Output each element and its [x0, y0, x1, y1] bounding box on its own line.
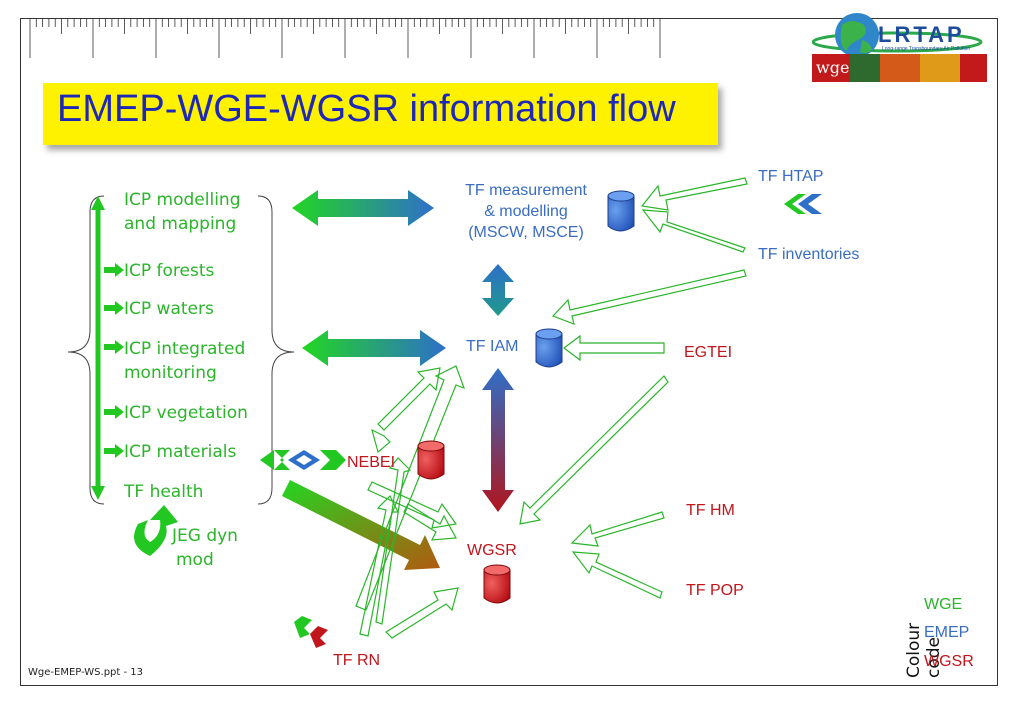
tf-htap: TF HTAP: [758, 168, 824, 185]
wge-vertical-arrow: [91, 196, 105, 500]
title-box: [43, 83, 718, 145]
jeg-dyn-mod: JEG dyn mod: [172, 524, 238, 572]
logo-subtitle: Long-range Transboundary Air Pollution: [882, 46, 971, 52]
footer-slide-number: Wge-EMEP-WS.ppt - 13: [28, 667, 143, 678]
logo-name: LRTAP: [878, 22, 965, 47]
tf-hm: TF HM: [686, 502, 735, 519]
egtei: EGTEI: [684, 344, 733, 361]
arrow-tf-measurement-tf-iam: [482, 264, 514, 316]
legend-wge: WGE: [924, 596, 963, 613]
icp-integrated-line2: monitoring: [124, 363, 217, 383]
lrtap-logo: LRTAP Long-range Transboundary Air Pollu…: [811, 10, 987, 86]
arrow-tf-iam-wgsr: [482, 368, 514, 512]
item-pointers: [104, 263, 124, 458]
outline-arrows: [355, 177, 748, 639]
icp-modelling-line1: ICP modelling: [124, 190, 241, 210]
tf-inventories: TF inventories: [758, 246, 860, 263]
legend-wgsr: WGSR: [924, 653, 974, 670]
wgsr: WGSR: [467, 542, 517, 559]
tf-iam: TF IAM: [466, 338, 519, 355]
globe-icon: [811, 13, 987, 82]
icp-waters: ICP waters: [124, 299, 214, 319]
wge-brace-left: [67, 195, 105, 505]
database-wgsr-icon: [483, 564, 511, 604]
legend-emep: EMEP: [924, 624, 970, 641]
ruler-decoration: [20, 18, 800, 58]
wge-brace-right: [257, 195, 295, 505]
icp-materials: ICP materials: [124, 442, 237, 462]
arrow-icp-im-tf-iam: [302, 330, 446, 366]
logo-wge: wge: [816, 58, 850, 77]
database-iam-icon: [535, 328, 563, 368]
icp-forests: ICP forests: [124, 261, 215, 281]
tf-measurement-line3: (MSCW, MSCE): [468, 224, 584, 241]
jeg-curved-arrow-icon: [134, 505, 178, 556]
tf-measurement-line1: TF measurement: [465, 182, 587, 199]
page-title: EMEP-WGE-WGSR information flow: [57, 88, 676, 130]
arrow-tf-health-wgsr: [282, 480, 440, 570]
nebei: NEBEI: [347, 454, 396, 471]
tf-measurement-modelling: TF measurement & modelling (MSCW, MSCE): [446, 180, 606, 243]
tf-measurement-line2: & modelling: [484, 203, 568, 220]
tf-pop: TF POP: [686, 582, 744, 599]
database-nebei-icon: [417, 440, 445, 480]
icp-modelling-mapping: ICP modelling and mapping: [124, 188, 241, 236]
icp-materials-emep-link: [260, 450, 346, 470]
jeg-line1: JEG dyn: [172, 526, 238, 546]
icp-integrated-line1: ICP integrated: [124, 339, 246, 359]
icp-integrated-monitoring: ICP integrated monitoring: [124, 337, 245, 385]
tf-health: TF health: [124, 482, 204, 502]
icp-vegetation: ICP vegetation: [124, 403, 248, 423]
rn-chevrons-icon: [294, 616, 328, 648]
database-measurement-icon: [607, 190, 635, 232]
jeg-line2: mod: [176, 550, 214, 570]
tf-rn: TF RN: [333, 652, 381, 669]
icp-modelling-line2: and mapping: [124, 214, 237, 234]
arrow-icp-mapping-tf-measurement: [292, 190, 434, 226]
htap-chevrons-icon: [784, 194, 822, 214]
